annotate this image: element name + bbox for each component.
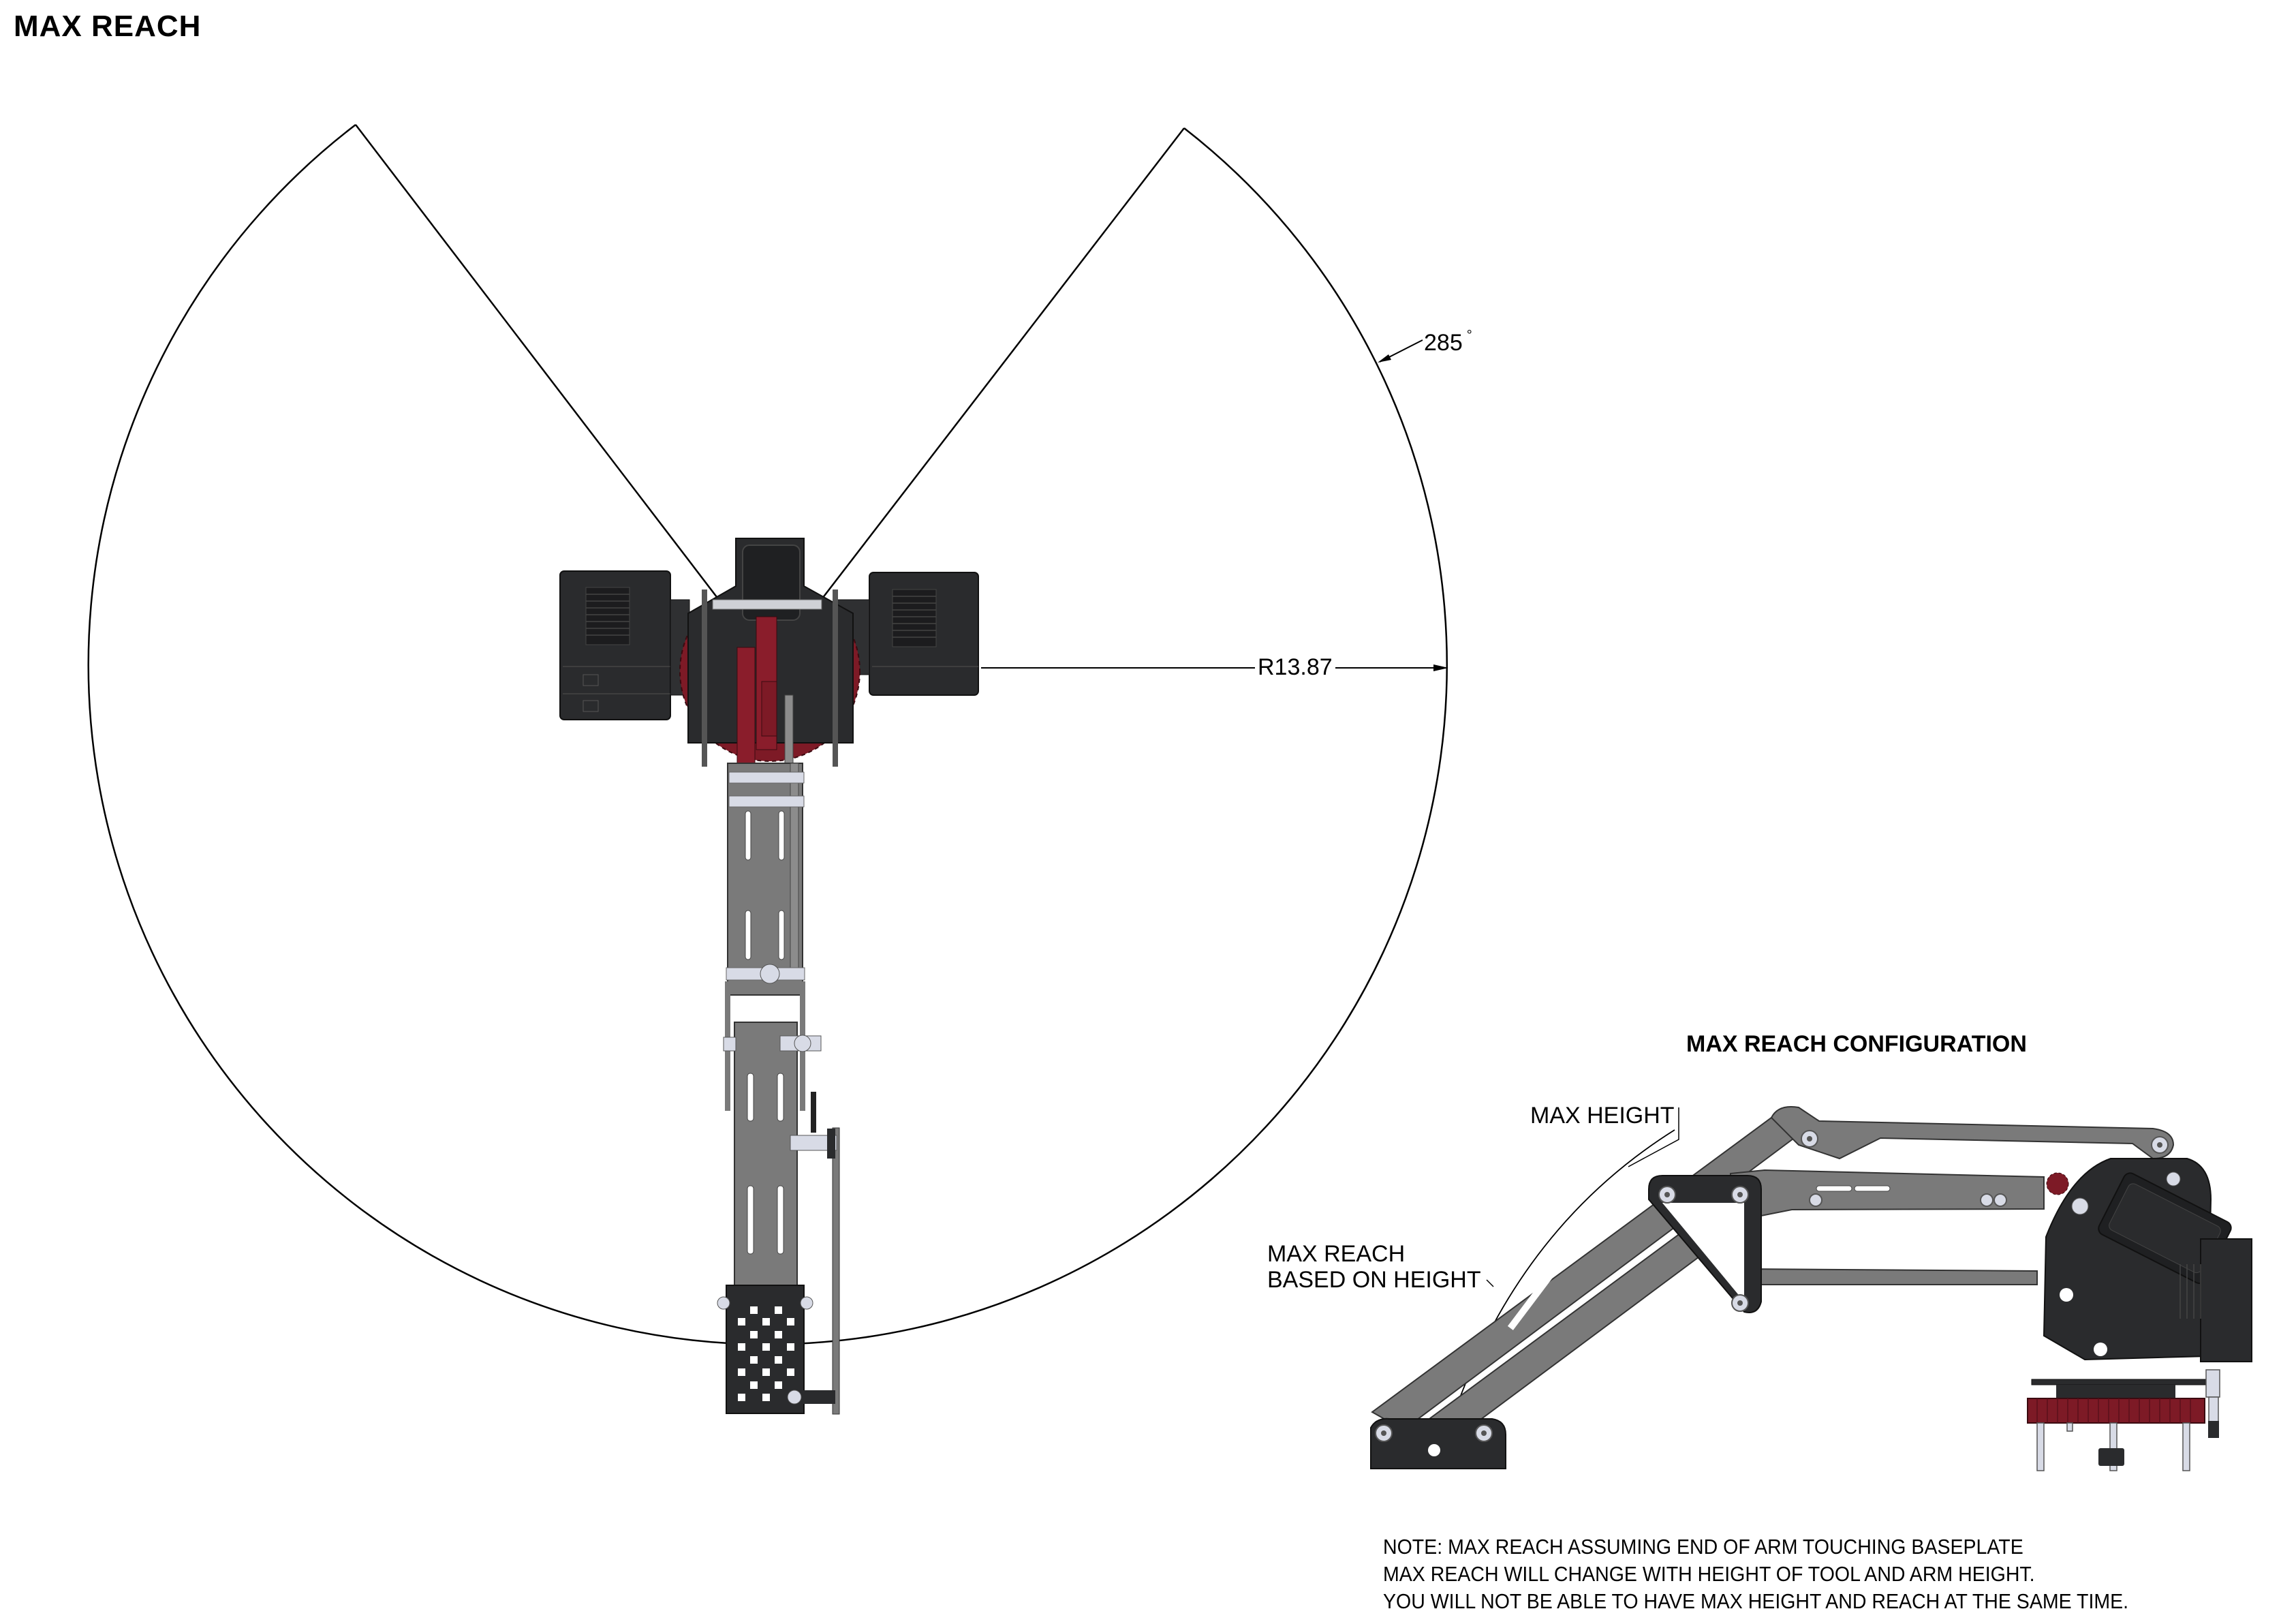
note-line: NOTE: MAX REACH ASSUMING END OF ARM TOUC… <box>1383 1535 2023 1559</box>
robot-top-view <box>559 538 979 1415</box>
sweep-angle-label: 285° <box>1424 328 1472 356</box>
base-gear-side <box>2027 1398 2205 1424</box>
forearm-plate <box>734 1022 798 1296</box>
max-height-callout: MAX HEIGHT <box>1530 1103 1675 1129</box>
arm-foot <box>1370 1418 1506 1469</box>
robot-side-view <box>1370 1106 2252 1471</box>
radius-dimension <box>981 664 1448 671</box>
sweep-angle-value: 285 <box>1424 330 1463 356</box>
left-motor <box>559 570 690 720</box>
middle-link <box>1730 1169 2045 1218</box>
max-reach-callout-line2: BASED ON HEIGHT <box>1267 1267 1481 1293</box>
footnote: NOTE: MAX REACH ASSUMING END OF ARM TOUC… <box>1383 1533 2128 1615</box>
note-line: YOU WILL NOT BE ABLE TO HAVE MAX HEIGHT … <box>1383 1589 2129 1613</box>
degree-symbol: ° <box>1466 328 1472 343</box>
max-reach-callout-line1: MAX REACH <box>1267 1241 1406 1267</box>
bottom-link <box>1742 1268 2038 1285</box>
side-view-title: MAX REACH CONFIGURATION <box>1686 1031 2027 1057</box>
page-title: MAX REACH <box>14 10 202 43</box>
angle-leader <box>1378 339 1423 363</box>
top-link <box>1770 1106 2175 1160</box>
note-line: MAX REACH WILL CHANGE WITH HEIGHT OF TOO… <box>1383 1562 2035 1586</box>
radius-label: R13.87 <box>1255 656 1335 679</box>
